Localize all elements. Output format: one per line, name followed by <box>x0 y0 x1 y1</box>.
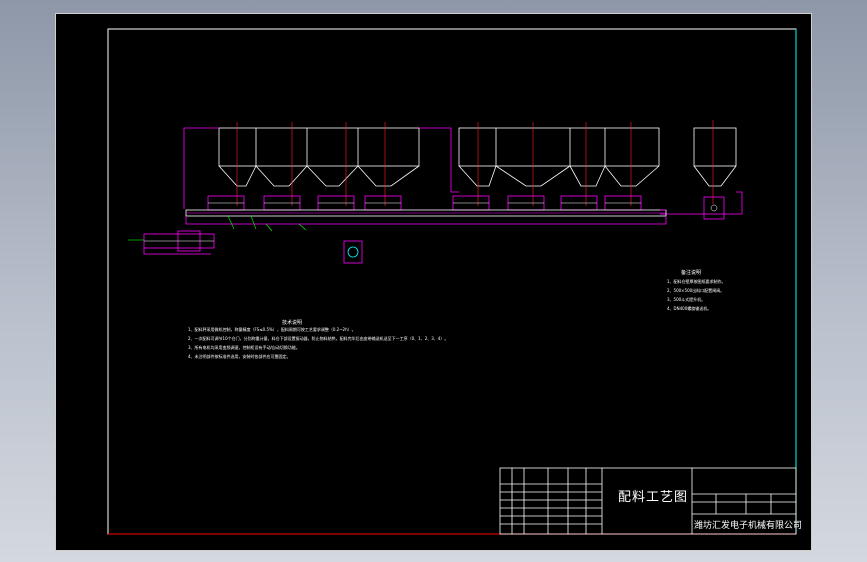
bin-group-left <box>218 127 420 187</box>
tech-requirement-1: 1、配料秤采用微机控制，称量精度（FS≤0.5%），配料周期可按工艺要求调整（0… <box>188 327 356 332</box>
note-1: 1、配料仓壁厚按图纸要求制作。 <box>667 279 726 284</box>
process-drawing <box>107 28 797 535</box>
company-name: 潍坊汇发电子机械有限公司 <box>694 521 803 531</box>
belt-conveyor <box>185 209 667 217</box>
motor-detail <box>343 240 363 264</box>
note-4: 4、DN400螺旋输送机。 <box>667 306 712 311</box>
note-3: 3、500斗式提升机。 <box>667 297 706 302</box>
tech-requirements-title: 技术说明 <box>282 320 303 326</box>
tech-requirement-3: 3、所有电机均采用变频调速，控制柜设有手动/自动切换功能。 <box>188 345 300 350</box>
feeder-details <box>208 202 718 212</box>
centerlines <box>236 120 714 206</box>
return-pipe <box>183 127 743 215</box>
tech-requirement-2: 2、一次配料可调节10个仓门，分别称重计量，料仓下部设置振动器，防止物料结拱，配… <box>188 336 449 341</box>
bin-single <box>693 127 737 187</box>
note-2: 2、500×500出料口配置闸阀。 <box>667 288 725 293</box>
bin-group-right <box>458 127 660 187</box>
drawing-canvas: 技术说明 1、配料秤采用微机控制，称量精度（FS≤0.5%），配料周期可按工艺要… <box>55 13 812 551</box>
tech-requirement-4: 4、未注明部件按标准件选用，安装时各部件应可靠固定。 <box>188 354 291 359</box>
title-block <box>499 467 797 535</box>
notes-title: 备注说明 <box>681 270 702 276</box>
screw-conveyor <box>143 230 215 255</box>
drawing-title: 配料工艺图 <box>618 490 689 505</box>
callouts <box>227 215 307 232</box>
feeder-units <box>207 195 725 220</box>
